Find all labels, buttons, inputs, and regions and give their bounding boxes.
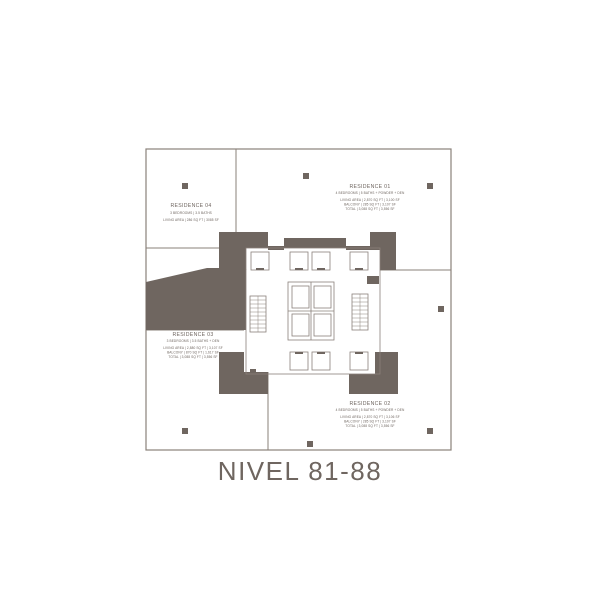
residence-detail: BALCONY | 285 SQ FT | 3,107 SF <box>344 203 396 207</box>
residence-title: RESIDENCE 01 <box>349 184 390 190</box>
residence-detail: LIVING AREA | 2,870 SQ FT | 3,100 SF <box>340 198 400 202</box>
residence-detail: BALCONY | 285 SQ FT | 3,107 SF <box>344 420 396 424</box>
elevator-doors <box>256 268 363 354</box>
residence-detail: 4 BEDROOMS | 5 BATHS + POWDER + DEN <box>336 408 405 412</box>
residence-detail: TOTAL | 3,088 SQ FT | 3,556 SF <box>345 424 394 428</box>
residence-detail: LIVING AREA | 2,870 SQ FT | 3,106 SF <box>340 415 400 419</box>
stair-treads <box>250 294 368 332</box>
level-title: NIVEL 81-88 <box>217 456 383 486</box>
structural-columns <box>182 173 444 447</box>
residence-03-label: RESIDENCE 03 3 BEDROOMS | 3.5 BATHS + DE… <box>163 332 223 359</box>
residence-detail: LIVING AREA | 2,880 SQ FT | 3,107 SF <box>163 346 223 350</box>
core-walls <box>219 232 398 394</box>
residence-detail: TOTAL | 3,088 SQ FT | 3,556 SF <box>168 355 217 359</box>
residence-02-label: RESIDENCE 02 4 BEDROOMS | 5 BATHS + POWD… <box>336 401 405 428</box>
residence-detail: 3 BEDROOMS | 3.5 BATHS <box>170 211 212 215</box>
residence-detail: 4 BEDROOMS | 5 BATHS + POWDER + DEN <box>336 191 405 195</box>
residence-title: RESIDENCE 03 <box>172 332 213 338</box>
residence-detail: 3 BEDROOMS | 3.5 BATHS + DEN <box>167 339 220 343</box>
residence-detail: TOTAL | 3,088 SQ FT | 3,556 SF <box>345 207 394 211</box>
residence-title: RESIDENCE 02 <box>349 401 390 407</box>
residence-04-label: RESIDENCE 04 3 BEDROOMS | 3.5 BATHS LIVI… <box>163 203 219 222</box>
residence-title: RESIDENCE 04 <box>170 203 211 209</box>
residence-detail: LIVING AREA | 286 SQ FT | 3085 SF <box>163 218 219 222</box>
residence-01-label: RESIDENCE 01 4 BEDROOMS | 5 BATHS + POWD… <box>336 184 405 211</box>
west-shear-wall <box>146 268 246 330</box>
residence-detail: BALCONY | 870 SQ FT | 1,617 SF <box>167 351 219 355</box>
